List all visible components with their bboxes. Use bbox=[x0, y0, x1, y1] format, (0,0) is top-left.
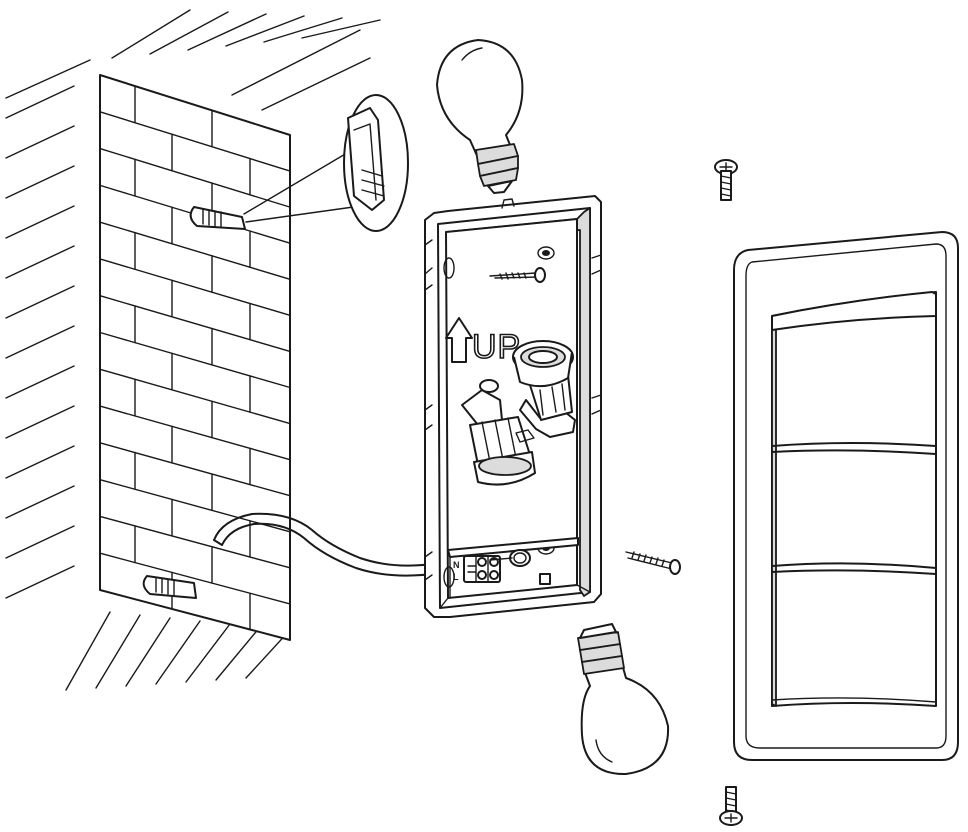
supply-cable bbox=[213, 512, 441, 577]
screw-cover-bottom bbox=[719, 786, 743, 826]
light-bulb-bottom bbox=[577, 623, 670, 776]
terminal-connector bbox=[463, 555, 501, 583]
terminal-label-l: L bbox=[453, 572, 459, 582]
lamp-holder-lower bbox=[461, 379, 536, 486]
light-bulb-top bbox=[436, 39, 524, 194]
screw-in-box bbox=[489, 267, 546, 283]
brick-wall bbox=[99, 74, 291, 641]
wall-hatching bbox=[5, 9, 381, 691]
terminal-block: N L bbox=[447, 537, 579, 599]
screw-cover-top bbox=[714, 159, 738, 201]
screw-mounting bbox=[625, 551, 681, 575]
wall-plug-upper bbox=[189, 206, 246, 230]
lamp-cover-housing bbox=[733, 231, 959, 761]
wall-plug-lower bbox=[142, 575, 197, 599]
terminal-label-n: N bbox=[453, 560, 460, 570]
lamp-holder-upper bbox=[512, 340, 576, 438]
mounting-box bbox=[424, 195, 602, 618]
wall-plug-detail-callout bbox=[243, 94, 409, 232]
